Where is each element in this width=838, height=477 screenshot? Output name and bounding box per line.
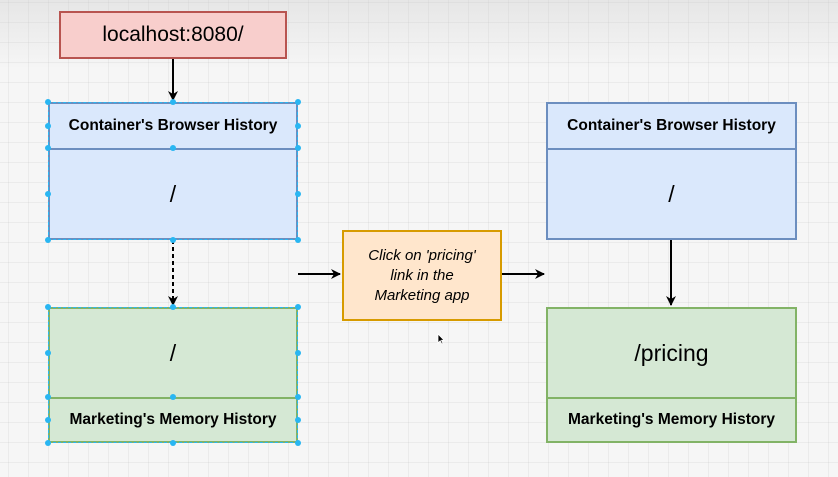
mouse-cursor-icon	[437, 333, 445, 345]
pricing-click-note[interactable]: Click on 'pricing' link in the Marketing…	[342, 230, 502, 321]
right-marketing-path[interactable]: /pricing	[546, 307, 797, 399]
right-marketing-header-label: Marketing's Memory History	[568, 411, 775, 428]
right-container-header[interactable]: Container's Browser History	[546, 102, 797, 150]
resize-handle[interactable]	[170, 99, 176, 105]
resize-handle[interactable]	[295, 417, 301, 423]
resize-handle[interactable]	[170, 394, 176, 400]
resize-handle[interactable]	[45, 417, 51, 423]
resize-handle[interactable]	[170, 237, 176, 243]
resize-handle[interactable]	[45, 191, 51, 197]
resize-handle[interactable]	[295, 99, 301, 105]
resize-handle[interactable]	[170, 304, 176, 310]
right-container-path-label: /	[668, 180, 675, 207]
resize-handle[interactable]	[45, 123, 51, 129]
right-container-path[interactable]: /	[546, 148, 797, 240]
right-container-header-label: Container's Browser History	[567, 117, 776, 134]
resize-handle[interactable]	[45, 99, 51, 105]
note-line-3: Marketing app	[374, 286, 470, 304]
resize-handle[interactable]	[45, 304, 51, 310]
url-label: localhost:8080/	[102, 23, 244, 46]
resize-handle[interactable]	[45, 237, 51, 243]
right-marketing-path-label: /pricing	[634, 339, 709, 366]
resize-handle[interactable]	[295, 304, 301, 310]
resize-handle[interactable]	[45, 440, 51, 446]
resize-handle[interactable]	[170, 440, 176, 446]
note-line-1: Click on 'pricing'	[368, 246, 476, 264]
right-marketing-header[interactable]: Marketing's Memory History	[546, 397, 797, 443]
resize-handle[interactable]	[295, 394, 301, 400]
resize-handle[interactable]	[45, 394, 51, 400]
left-marketing-header-label: Marketing's Memory History	[69, 411, 277, 428]
left-container-path-label: /	[169, 180, 177, 207]
resize-handle[interactable]	[295, 440, 301, 446]
left-marketing-path-label: /	[169, 339, 177, 366]
resize-handle[interactable]	[295, 237, 301, 243]
resize-handle[interactable]	[45, 145, 51, 151]
note-text: Click on 'pricing' link in the Marketing…	[368, 246, 475, 306]
left-marketing-header[interactable]: Marketing's Memory History	[48, 397, 298, 443]
resize-handle[interactable]	[170, 145, 176, 151]
left-container-header-label: Container's Browser History	[68, 117, 278, 134]
resize-handle[interactable]	[295, 191, 301, 197]
resize-handle[interactable]	[295, 123, 301, 129]
resize-handle[interactable]	[45, 350, 51, 356]
resize-handle[interactable]	[295, 350, 301, 356]
note-line-2: link in the	[390, 266, 454, 284]
url-box[interactable]: localhost:8080/	[59, 11, 287, 59]
resize-handle[interactable]	[295, 145, 301, 151]
